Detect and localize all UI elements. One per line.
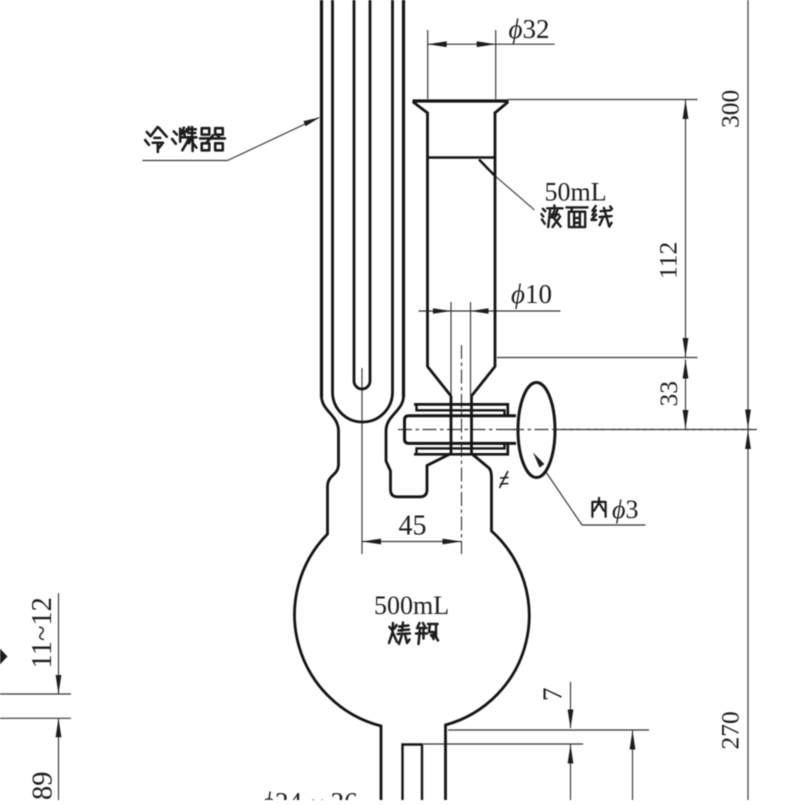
svg-text:11~12: 11~12 [27, 597, 58, 668]
svg-text:ϕ3: ϕ3 [612, 495, 638, 524]
svg-text:33: 33 [654, 381, 683, 407]
svg-text:ϕ24~26: ϕ24~26 [261, 787, 358, 800]
svg-text:500mL: 500mL [374, 591, 449, 620]
svg-text:ϕ10: ϕ10 [511, 279, 552, 309]
svg-text:270: 270 [716, 711, 745, 749]
svg-text:300: 300 [716, 90, 745, 128]
svg-text:89: 89 [28, 772, 59, 801]
svg-text:45: 45 [399, 511, 427, 542]
svg-text:112: 112 [654, 242, 683, 279]
svg-text:ϕ32: ϕ32 [509, 14, 550, 44]
svg-text:50mL: 50mL [545, 178, 607, 207]
svg-text:7: 7 [538, 688, 568, 702]
